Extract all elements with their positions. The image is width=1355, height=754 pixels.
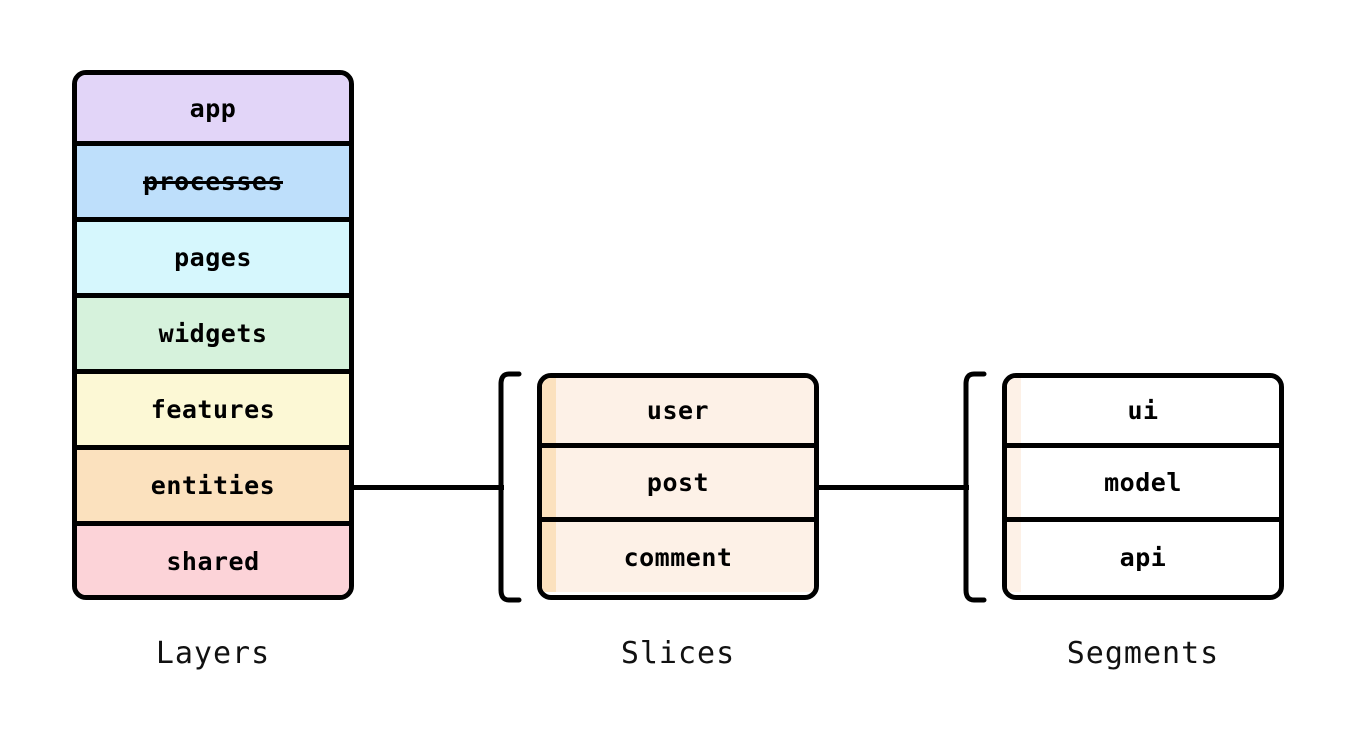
segment-accent-stripe [1007, 448, 1021, 517]
segment-accent-stripe [1007, 378, 1021, 443]
layer-row-app[interactable]: app [77, 75, 349, 146]
segment-row-ui[interactable]: ui [1007, 378, 1279, 448]
slices-bracket-icon [498, 371, 522, 603]
slice-accent-stripe [542, 448, 556, 517]
slice-row-user[interactable]: user [542, 378, 814, 448]
segment-row-model[interactable]: model [1007, 448, 1279, 522]
layer-row-widgets[interactable]: widgets [77, 298, 349, 374]
connector-post-to-segments [817, 485, 969, 490]
slice-label-comment: comment [623, 542, 733, 572]
layer-label-pages: pages [174, 243, 252, 272]
layer-label-entities: entities [150, 471, 276, 500]
segments-stack: ui model api [1002, 373, 1284, 600]
segment-label-model: model [1104, 468, 1182, 497]
slice-label-user: user [646, 396, 710, 425]
segments-bracket-icon [963, 371, 987, 603]
segment-row-api[interactable]: api [1007, 522, 1279, 592]
slice-accent-stripe [542, 522, 556, 592]
segment-accent-stripe [1007, 522, 1021, 592]
slice-row-post[interactable]: post [542, 448, 814, 522]
slice-accent-stripe [542, 378, 556, 443]
segment-label-api: api [1119, 542, 1167, 572]
segment-label-ui: ui [1127, 396, 1159, 425]
layer-row-entities[interactable]: entities [77, 450, 349, 526]
connector-entities-to-slices [352, 485, 504, 490]
segments-caption: Segments [1066, 636, 1220, 671]
layer-label-features: features [150, 395, 276, 424]
layer-label-app: app [189, 93, 237, 123]
layer-row-shared[interactable]: shared [77, 526, 349, 595]
layer-label-shared: shared [166, 547, 260, 576]
layer-row-features[interactable]: features [77, 374, 349, 450]
slices-caption: Slices [620, 636, 736, 671]
layer-row-pages[interactable]: pages [77, 222, 349, 298]
slice-row-comment[interactable]: comment [542, 522, 814, 592]
layer-label-processes: processes [143, 167, 283, 196]
layers-caption: Layers [155, 636, 271, 671]
slices-stack: user post comment [537, 373, 819, 600]
layer-row-processes[interactable]: processes [77, 146, 349, 222]
layer-label-widgets: widgets [158, 319, 268, 348]
slice-label-post: post [646, 468, 710, 497]
layers-stack: app processes pages widgets features ent… [72, 70, 354, 600]
